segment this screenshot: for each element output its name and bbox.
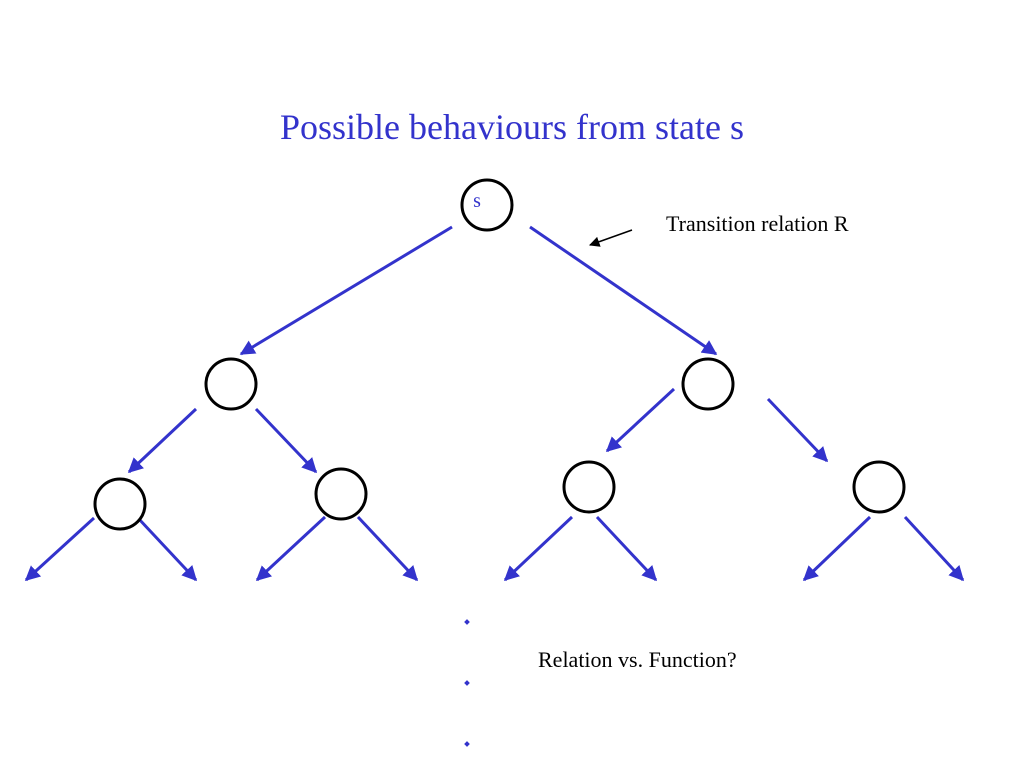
transition-pointer-arrow (589, 229, 633, 247)
edge-rr-down-left (802, 515, 872, 582)
root-state-label: s (473, 190, 481, 212)
continuation-dot (464, 741, 470, 747)
edge-rl-down-left (503, 515, 574, 582)
edge-l1-left-to-ll (127, 407, 198, 474)
edge-root-right (529, 225, 718, 356)
edge-ll-down-right (136, 516, 198, 582)
edge-root-left (239, 225, 453, 356)
state-node-right-right (852, 460, 906, 514)
relation-vs-function-label: Relation vs. Function? (538, 647, 737, 672)
continuation-dot (464, 619, 470, 625)
transition-relation-label: Transition relation R (666, 211, 849, 236)
edge-rl-down-right (595, 515, 658, 582)
state-node-left-left (93, 477, 147, 531)
state-node-root (460, 178, 514, 232)
continuation-dot (464, 680, 470, 686)
edge-l1-right-to-rr (766, 397, 829, 463)
edge-l1-right-to-rl (605, 387, 676, 453)
edge-l1-left-to-lr (254, 407, 318, 474)
edge-lr-down-right (356, 515, 419, 582)
slide-title: Possible behaviours from state s (280, 107, 744, 147)
state-node-right-left (562, 460, 616, 514)
state-node-left-right (314, 467, 368, 521)
edge-ll-down-left (24, 516, 96, 582)
edge-rr-down-right (903, 515, 965, 582)
edge-lr-down-left (255, 515, 327, 582)
state-node-right (681, 357, 735, 411)
state-node-left (204, 357, 258, 411)
